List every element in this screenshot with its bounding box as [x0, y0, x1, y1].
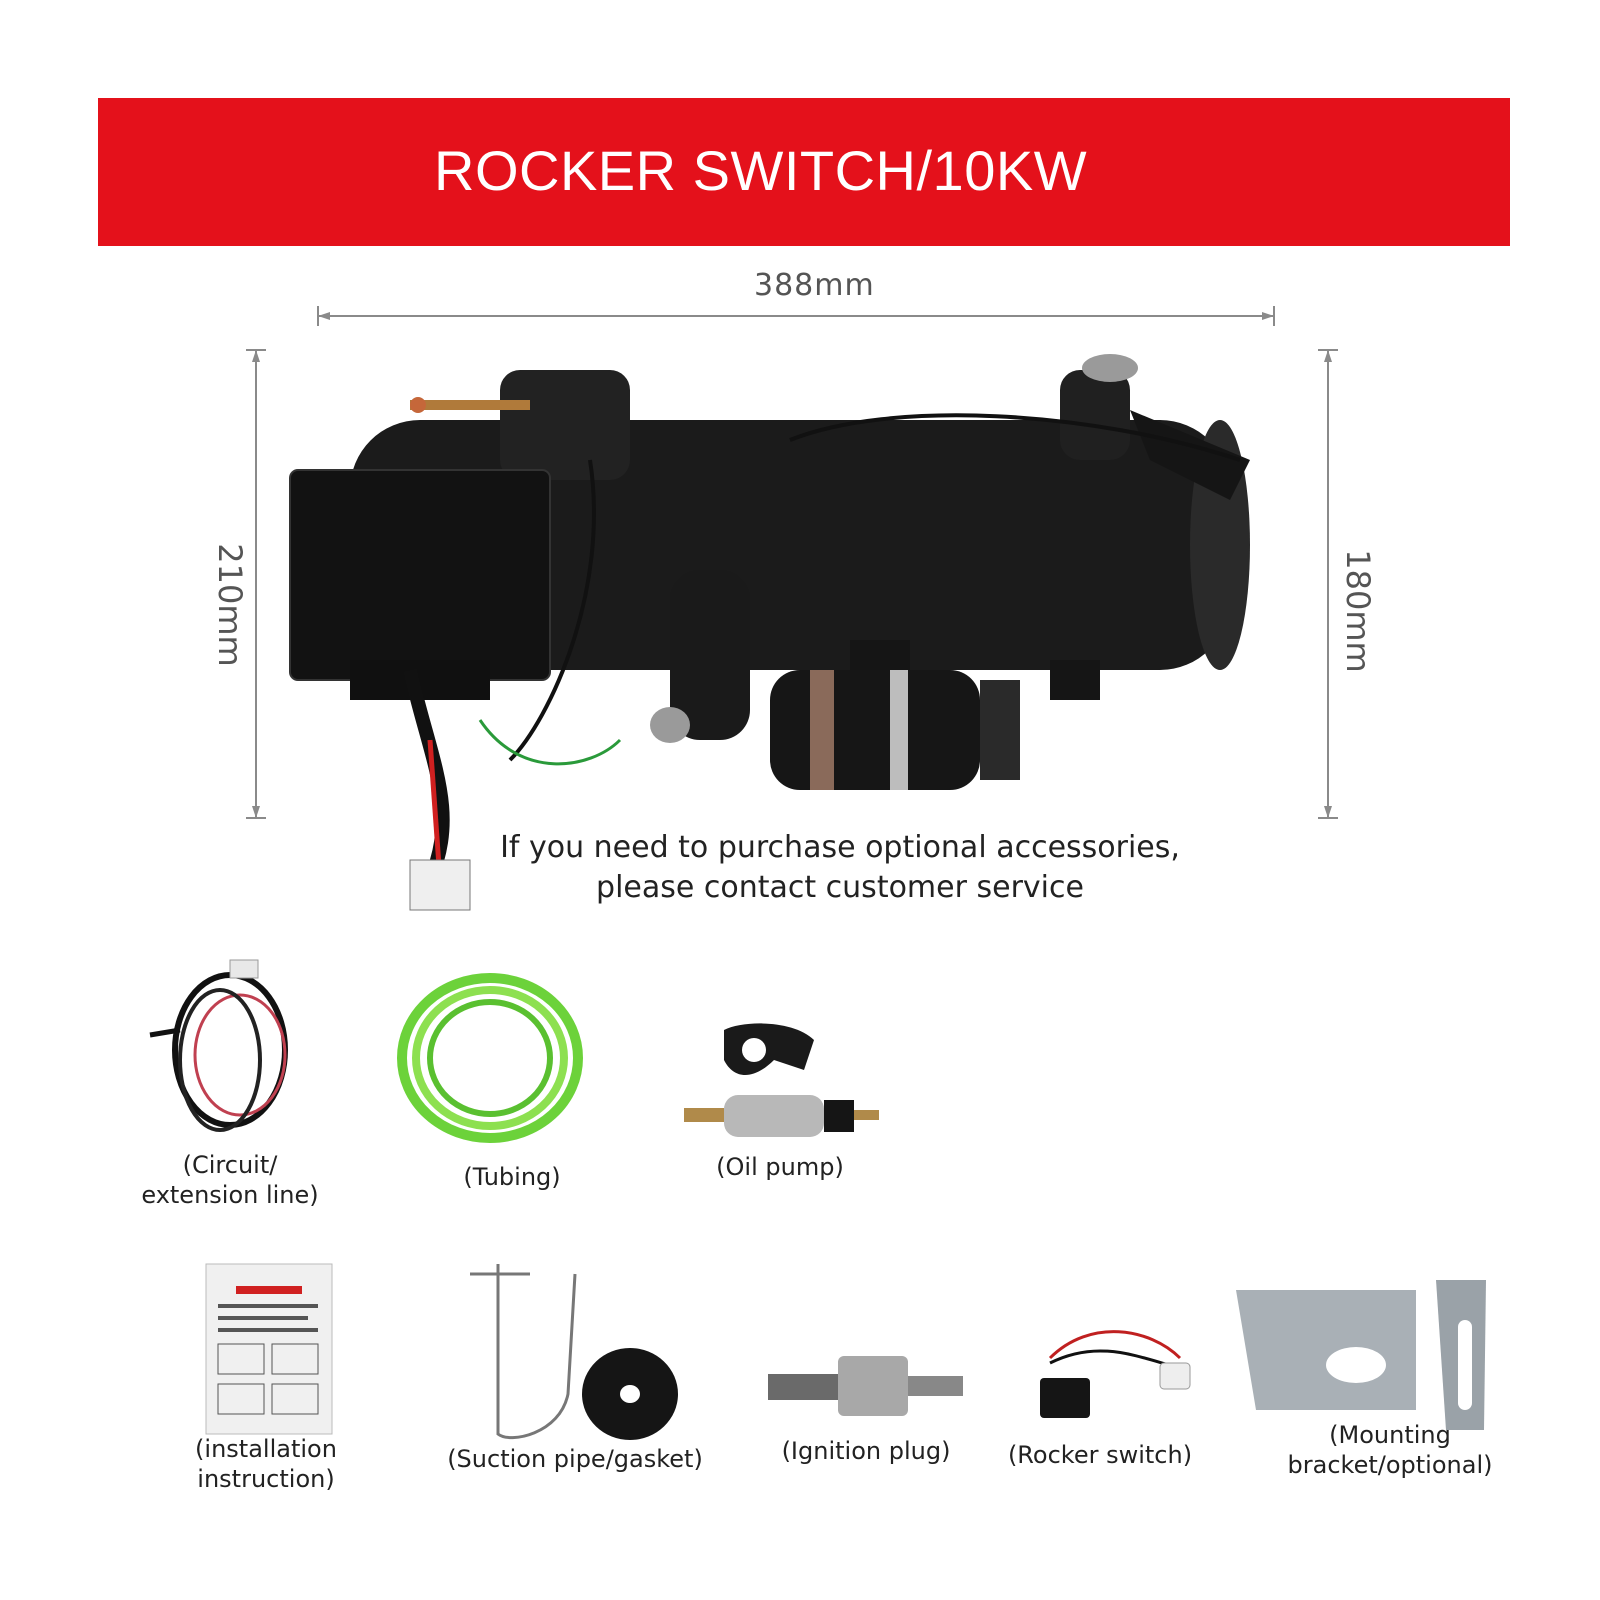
rocker-switch-image — [1040, 1330, 1191, 1418]
oil-pump-image — [684, 1023, 879, 1137]
ignition-plug-image — [768, 1356, 963, 1416]
instruction-manual-image — [205, 1263, 333, 1435]
circuit-harness-image — [149, 959, 288, 1132]
right-height-dimension-line — [1318, 349, 1338, 819]
caption-suction-pipe: (Suction pipe/gasket) — [447, 1445, 703, 1473]
tubing-image — [397, 973, 583, 1143]
note-line-2: please contact customer service — [596, 870, 1084, 905]
right-height-dimension-label: 180mm — [1339, 549, 1377, 673]
banner-title: ROCKER SWITCH/10KW — [434, 139, 1088, 202]
left-height-dimension-line — [246, 349, 266, 819]
caption-circuit: (Circuit/ extension line) — [141, 1151, 319, 1209]
caption-oil-pump: (Oil pump) — [716, 1153, 844, 1181]
caption-instruction: (installation instruction) — [195, 1435, 337, 1493]
caption-rocker-switch: (Rocker switch) — [1007, 1441, 1193, 1469]
left-height-dimension-label: 210mm — [211, 543, 249, 667]
mounting-bracket-image — [1236, 1280, 1486, 1430]
width-dimension-label: 388mm — [754, 268, 875, 303]
title-banner: ROCKER SWITCH/10KW — [98, 98, 1510, 246]
caption-mounting-bracket: (Mounting bracket/optional) — [1287, 1421, 1493, 1479]
caption-ignition-plug: (Ignition plug) — [781, 1437, 951, 1465]
heater-image — [289, 354, 1250, 911]
accessories-note: If you need to purchase optional accesso… — [480, 828, 1200, 908]
suction-pipe-gasket-image — [470, 1264, 678, 1440]
width-dimension-line — [317, 306, 1275, 326]
caption-tubing: (Tubing) — [463, 1163, 561, 1191]
note-line-1: If you need to purchase optional accesso… — [500, 830, 1180, 865]
